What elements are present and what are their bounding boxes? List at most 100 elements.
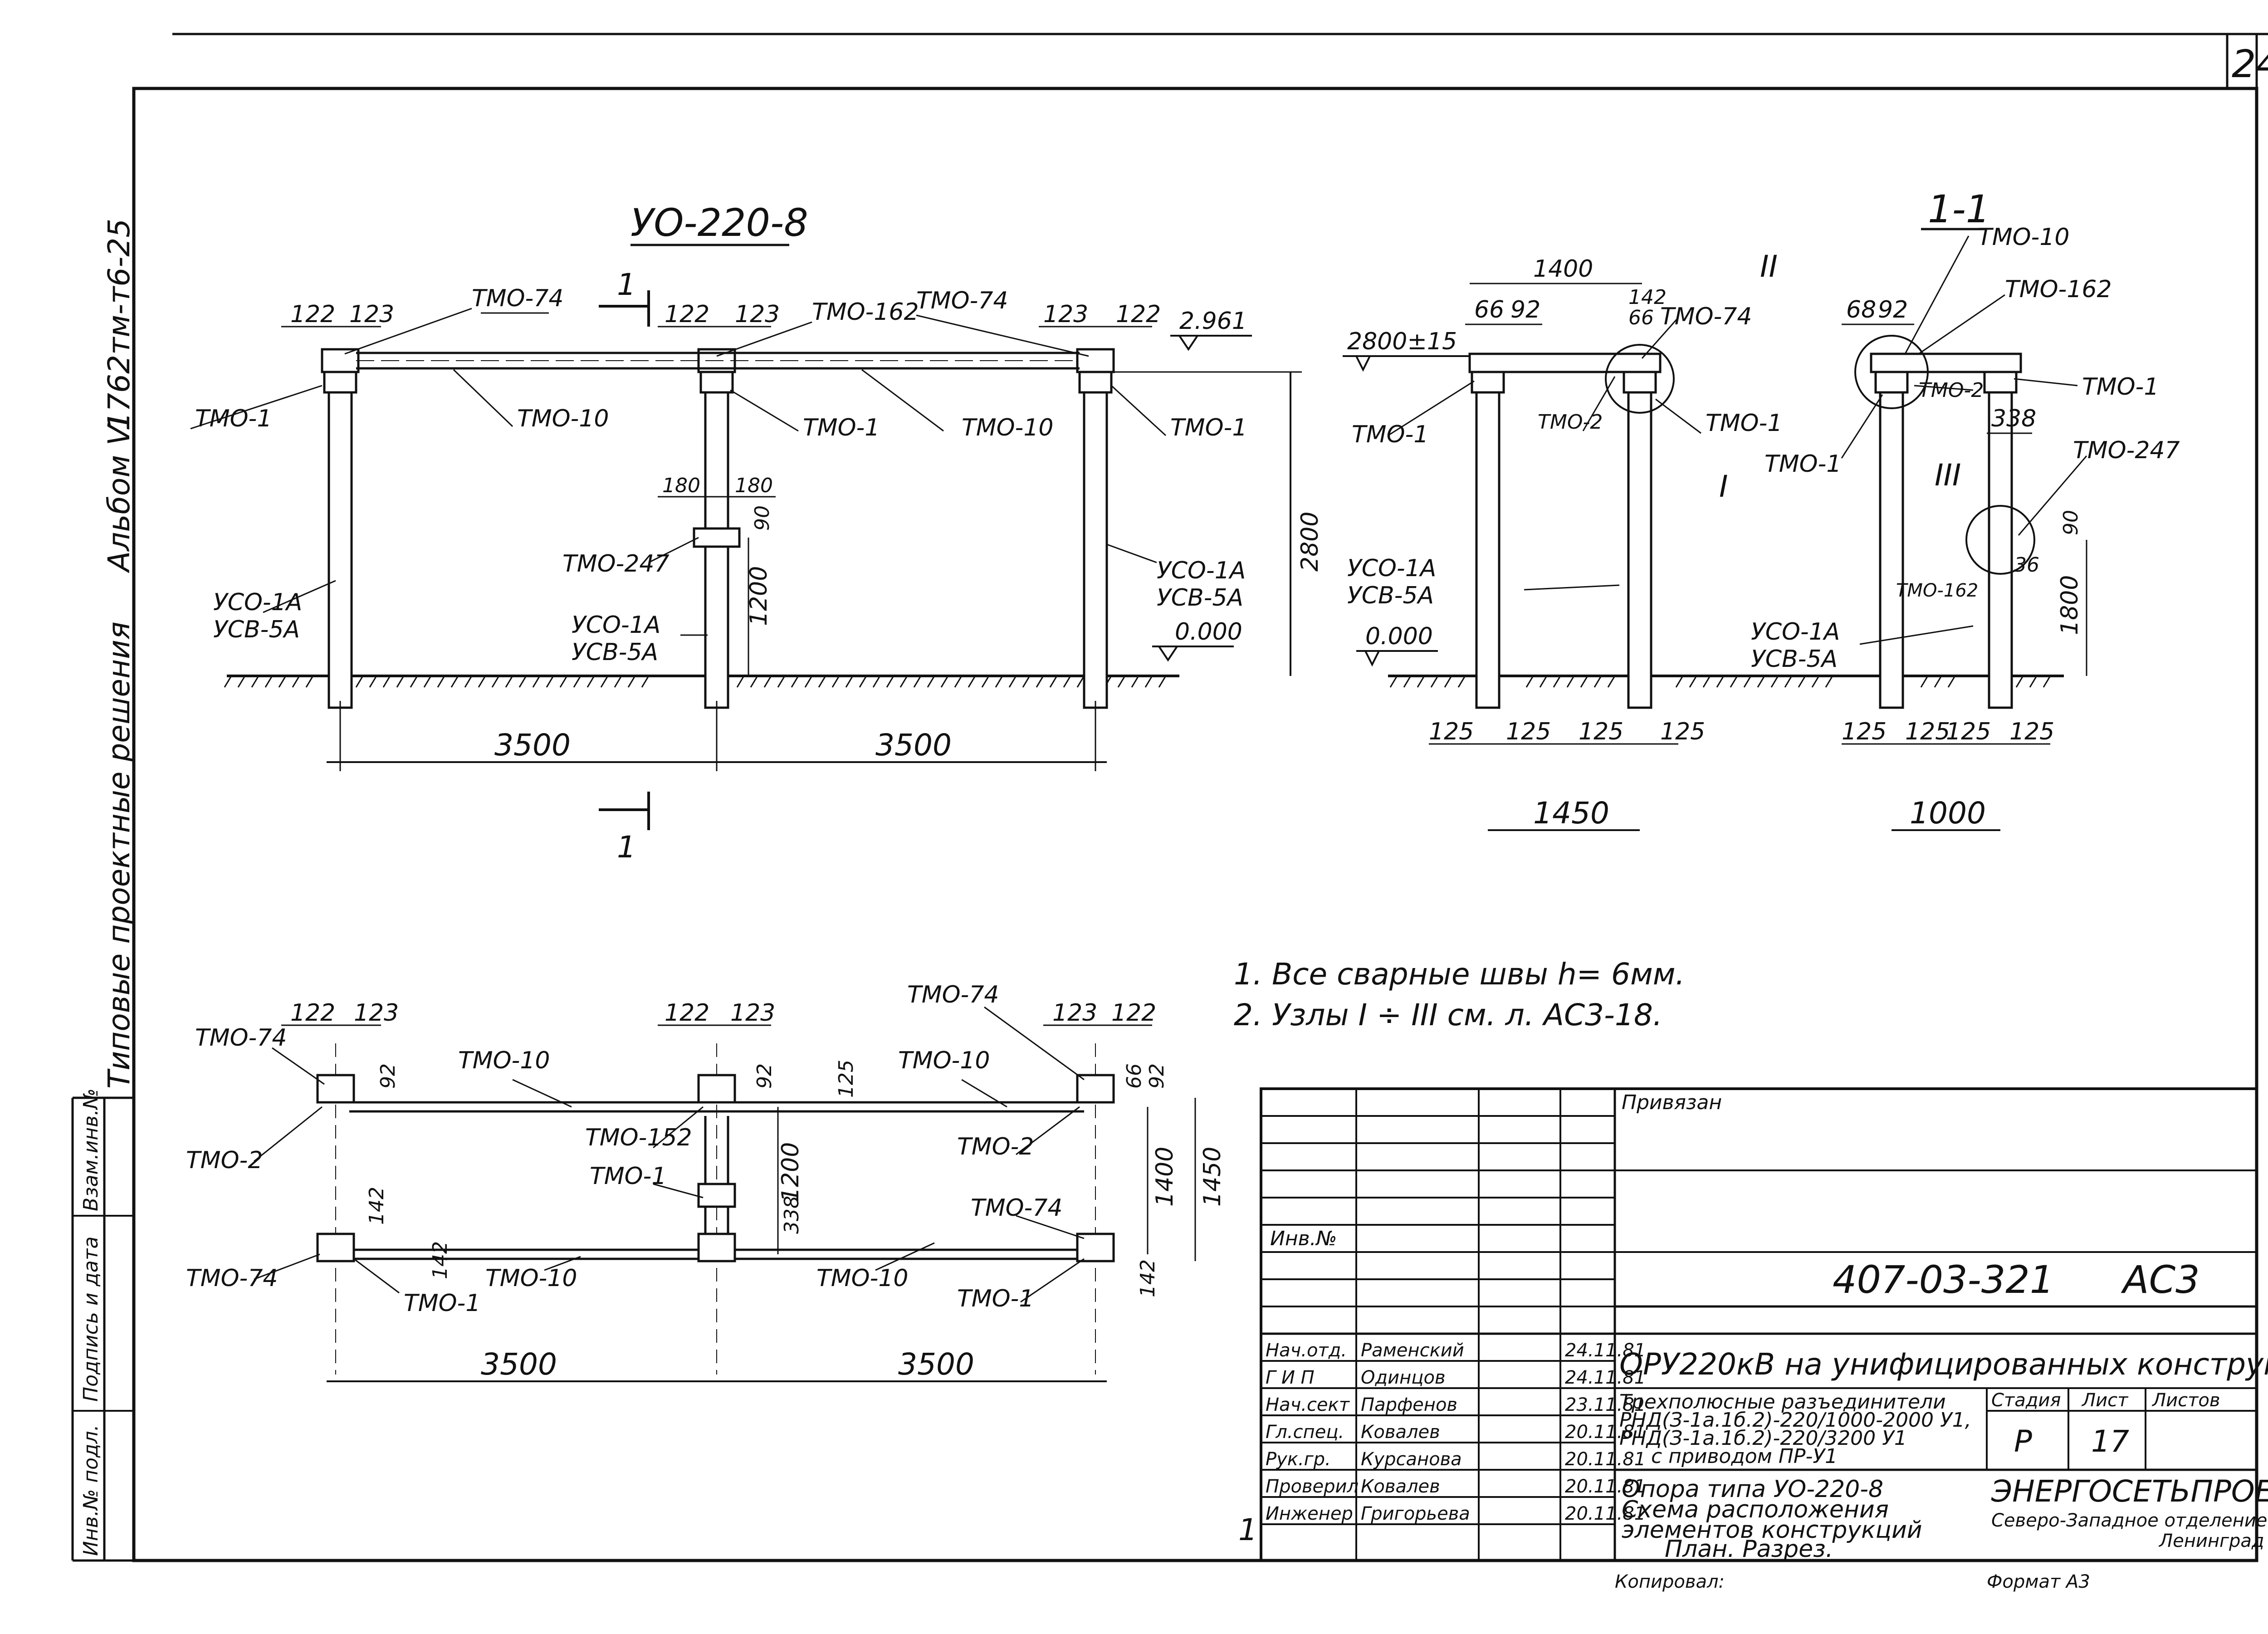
dim-92-a: 92 <box>1510 296 1540 323</box>
dim-180-a: 180 <box>662 474 700 497</box>
label-tmo1-left: ТМО-1 <box>195 405 272 432</box>
side-inv-orig: Инв.№ подл. <box>79 1424 103 1556</box>
section-leaders <box>1388 235 2087 645</box>
tb-stage-h: Стадия <box>1991 1390 2061 1411</box>
staff-date: 24.11.81 <box>1565 1340 1646 1361</box>
label-tmo162: ТМО-162 <box>812 298 919 326</box>
label-uso-right: УСО-1А <box>1157 557 1246 584</box>
section-level-ground: 0.000 <box>1365 623 1433 650</box>
label-tmo1-right: ТМО-1 <box>1170 414 1247 441</box>
plan-tmo74-tr: ТМО-74 <box>907 981 999 1008</box>
note-2: 2. Узлы I ÷ III см. л. АС3-18. <box>1234 998 1662 1032</box>
sec-label-tmo2-b: ТМО-2 <box>1919 379 1984 402</box>
sec-label-tmo1-c: ТМО-1 <box>2082 373 2159 401</box>
staff-role: Рук.гр. <box>1266 1449 1331 1470</box>
tb-project: ОРУ220кВ на унифицированных конструкциях <box>1619 1347 2268 1382</box>
label-tmo10-left: ТМО-10 <box>517 405 609 432</box>
sec-label-tmo1-a: ТМО-1 <box>1352 421 1428 448</box>
tb-copied: Копировал: <box>1615 1571 1725 1592</box>
plan-dim-122-a: 122 <box>290 999 335 1027</box>
tb-equip-3: РНД(З-1а.1б.2)-220/3200 У1 <box>1619 1427 1907 1450</box>
dim-125-8: 125 <box>2009 718 2054 745</box>
tb-branch: Северо-Западное отделение <box>1991 1510 2267 1531</box>
dim-1800: 1800 <box>2056 575 2083 635</box>
staff-date: 24.11.81 <box>1565 1367 1646 1388</box>
plan-dim-92-b: 92 <box>753 1063 776 1089</box>
plan-tmo1-br: ТМО-1 <box>957 1285 1034 1312</box>
plan-dim-92-c: 92 <box>1145 1063 1168 1089</box>
label-uso-mid: УСО-1А <box>572 612 660 639</box>
plan-dim-142-b: 142 <box>429 1241 452 1279</box>
label-tmo10-right: ТМО-10 <box>962 414 1054 441</box>
staff-role: Нач.сект <box>1266 1394 1350 1415</box>
sec-label-tmo162: ТМО-162 <box>2005 276 2112 303</box>
sec-label-uso-a: УСО-1А <box>1347 555 1436 582</box>
plan-dim-142-c: 142 <box>1136 1259 1159 1297</box>
dim-125-1: 125 <box>1429 718 1474 745</box>
tb-drawing-2: Схема расположения <box>1622 1496 1889 1523</box>
node-III: III <box>1935 458 1961 493</box>
sec-label-tmo2-a: ТМО-2 <box>1538 411 1603 434</box>
plan-dim-1400: 1400 <box>1151 1147 1178 1207</box>
staff-date: 23.11.81 <box>1565 1394 1646 1415</box>
staff-role: Инженер <box>1266 1503 1353 1524</box>
plan-tmo1-m: ТМО-1 <box>590 1163 666 1190</box>
dim-122-c: 122 <box>1116 301 1161 328</box>
dim-1450-sec: 1450 <box>1533 796 1609 831</box>
tb-equip-2: РНД(З-1а.1б.2)-220/1000-2000 У1, <box>1619 1409 1971 1432</box>
plan-dim-122-c: 122 <box>1111 999 1156 1027</box>
staff-date: 20.11.81 <box>1565 1449 1646 1470</box>
section-level-top: 2800±15 <box>1347 328 1457 355</box>
staff-name: Ковалев <box>1361 1476 1440 1497</box>
staff-name: Григорьева <box>1361 1503 1470 1524</box>
plan-dim-1450: 1450 <box>1199 1147 1226 1207</box>
side-doc-code: 1762тм-т6-25 <box>102 219 137 431</box>
sheet-frame <box>71 33 2268 1562</box>
label-tmo247: ТМО-247 <box>562 550 670 577</box>
plan-tmo1-bl: ТМО-1 <box>404 1290 480 1317</box>
node-circles <box>1605 335 2035 575</box>
side-inv-swap: Взам.инв.№ <box>79 1088 103 1211</box>
section-columns <box>1468 352 2022 709</box>
level-top: 2.961 <box>1179 308 1247 335</box>
plan-dim-123-b: 123 <box>730 999 775 1027</box>
staff-name: Одинцов <box>1361 1367 1446 1388</box>
plan-view: 122 123 122 123 123 122 92 92 125 66 92 … <box>186 981 1226 1382</box>
label-usv-left: УСВ-5А <box>213 616 300 643</box>
plan-dim-92-a: 92 <box>376 1063 400 1089</box>
section-mark-cut <box>599 290 650 830</box>
plan-leaders <box>254 1006 1085 1303</box>
label-uso-left: УСО-1А <box>213 589 302 616</box>
level-ground: 0.000 <box>1175 618 1242 646</box>
plan-tmo10-tr: ТМО-10 <box>898 1047 990 1074</box>
dim-338: 338 <box>1991 405 2036 432</box>
node-II: II <box>1760 249 1778 284</box>
plan-dim-1200: 1200 <box>777 1142 804 1202</box>
plan-tmo10-br: ТМО-10 <box>816 1265 909 1292</box>
label-tmo74-right: ТМО-74 <box>916 287 1008 314</box>
section-mark-bottom: 1 <box>617 830 636 865</box>
staff-date: 20.11.81 <box>1565 1476 1646 1497</box>
sec-label-tmo74: ТМО-74 <box>1660 303 1752 330</box>
label-tmo74-left: ТМО-74 <box>472 285 564 312</box>
dim-180-b: 180 <box>735 474 773 497</box>
dim-66-a: 66 <box>1474 296 1504 323</box>
tb-sheet-h: Лист <box>2081 1390 2129 1411</box>
plan-dim-142-a: 142 <box>365 1187 388 1225</box>
page-number: 24 <box>2232 42 2268 86</box>
dim-90-sec: 90 <box>2059 510 2082 535</box>
tb-org: ЭНЕРГОСЕТЬПРОЕКТ <box>1991 1474 2268 1509</box>
sec-label-tmo1-b: ТМО-1 <box>1706 410 1782 437</box>
span-3500-b: 3500 <box>875 728 952 763</box>
plan-tmo152: ТМО-152 <box>585 1124 692 1151</box>
tb-equip-1: Трехполюсные разъединители <box>1619 1390 1946 1414</box>
plan-tmo10-bl: ТМО-10 <box>485 1265 577 1292</box>
sec-label-tmo162-small: ТМО-162 <box>1896 580 1978 601</box>
elevation-title: УО-220-8 <box>631 201 808 245</box>
tb-equip-4: с приводом ПР-У1 <box>1651 1445 1838 1468</box>
section-mark-top: 1 <box>617 267 636 302</box>
dim-125-5: 125 <box>1842 718 1887 745</box>
dim-1400-sec: 1400 <box>1533 255 1593 283</box>
dim-90: 90 <box>751 505 774 531</box>
